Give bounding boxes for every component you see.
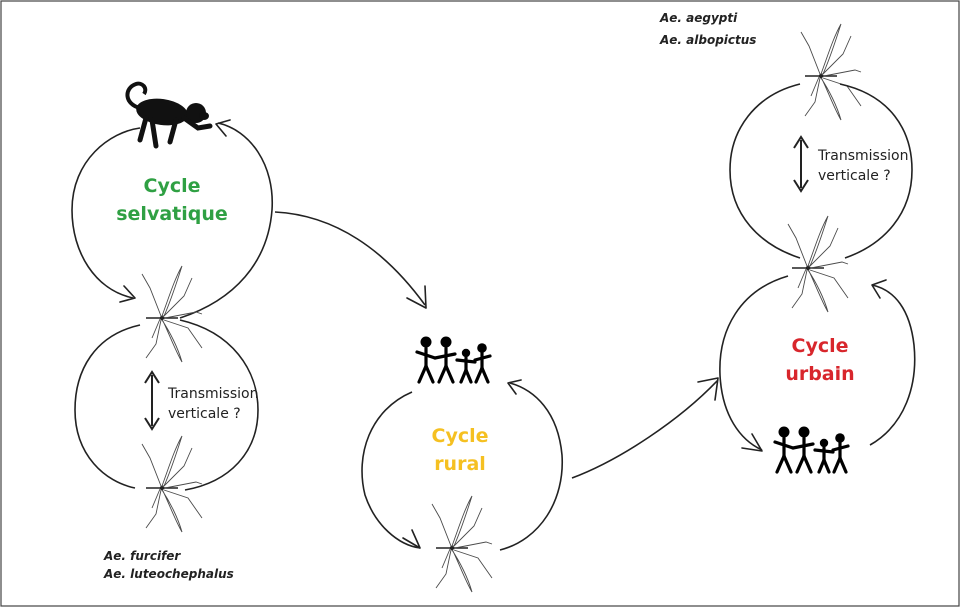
sylvatic-transmission-label-line1: Transmission [167,386,258,402]
sylvatic-species-1: Ae. furcifer [103,549,181,563]
arrowhead [697,377,719,401]
arrowhead [215,119,231,137]
arrowhead [406,285,427,309]
sylvatic-cycle: Cycle selvatique Transmission verticale … [71,81,273,581]
monkey-icon [125,81,213,149]
rural-cycle-title-line1: Cycle [432,425,489,447]
urban-vertical-loop-left [729,83,801,259]
human-family-icon [773,424,850,474]
arrowhead [119,285,136,303]
urban-loop-right [869,284,916,446]
arrowhead [402,529,421,549]
sylvatic-transmission-label-line2: verticale ? [168,406,241,422]
human-family-icon [415,334,492,384]
urban-species-1: Ae. aegypti [659,11,738,25]
sylvatic-loop-left [71,127,141,299]
mosquito-icon [787,215,849,313]
arrowhead [741,433,763,452]
urban-loop-left [719,275,789,451]
urban-transmission-label-line1: Transmission [817,148,908,164]
sylvatic-vertical-loop-left [74,324,141,489]
double-arrow-icon [793,135,809,193]
urban-transmission-label-line2: verticale ? [818,168,891,184]
urban-cycle-title-line1: Cycle [792,335,849,357]
mosquito-icon [800,23,862,121]
sylvatic-to-rural-arrow [274,211,426,306]
sylvatic-cycle-title-line2: selvatique [116,203,228,225]
urban-cycle: Ae. aegypti Ae. albopictus Transmission … [659,11,916,474]
double-arrow-icon [144,370,160,431]
rural-cycle-title-line2: rural [434,453,486,475]
sylvatic-loop-right [179,122,273,319]
rural-loop-right [499,382,563,551]
rural-to-urban-arrow [571,379,719,479]
mosquito-icon [431,495,493,593]
sylvatic-cycle-title-line1: Cycle [144,175,201,197]
sylvatic-species-2: Ae. luteochephalus [103,567,234,581]
rural-cycle: Cycle rural [361,334,563,593]
arrowhead [871,279,887,299]
arrowhead [507,379,522,395]
sylvatic-vertical-loop-right [179,319,259,491]
urban-vertical-loop-right [839,83,913,259]
rural-loop-left [361,391,421,549]
urban-species-2: Ae. albopictus [659,33,756,47]
urban-cycle-title-line2: urbain [785,363,854,385]
mosquito-icon [141,435,203,533]
